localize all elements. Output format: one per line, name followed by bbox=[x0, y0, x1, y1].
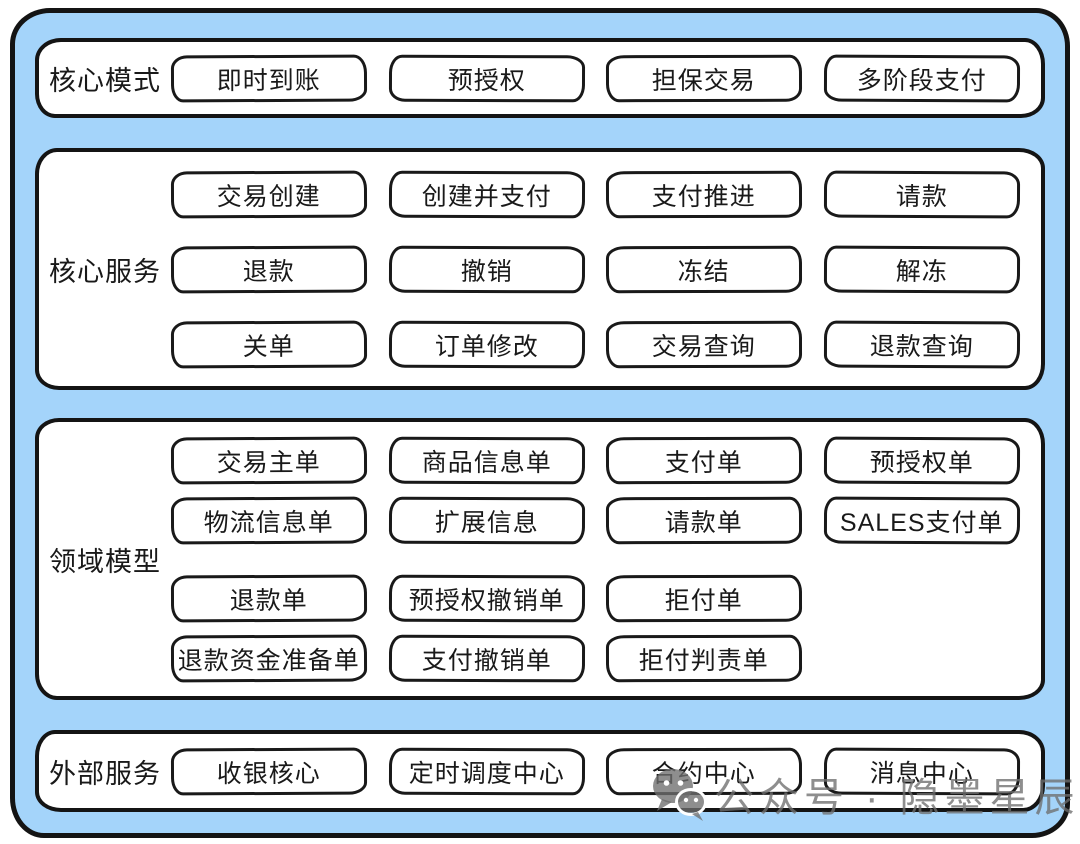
item-box: 预授权单 bbox=[823, 436, 1020, 484]
item-box: 多阶段支付 bbox=[823, 54, 1020, 102]
section-label-domain-models: 领域模型 bbox=[49, 546, 161, 577]
row: 退款资金准备单 支付撤销单 拒付判责单 bbox=[170, 634, 1019, 682]
section-core-modes: 核心模式 即时到账 预授权 担保交易 多阶段支付 bbox=[35, 38, 1045, 118]
item-box: 撤销 bbox=[388, 245, 585, 293]
item-box: 收银核心 bbox=[170, 747, 367, 795]
row: 物流信息单 扩展信息 请款单 SALES支付单 bbox=[170, 496, 1020, 544]
item-box: 订单修改 bbox=[388, 320, 585, 368]
section-domain-models: 领域模型 交易主单 商品信息单 支付单 预授权单 物流信息单 扩展信息 请款单 … bbox=[35, 418, 1045, 700]
item-box: 交易查询 bbox=[605, 320, 802, 368]
item-box: 拒付单 bbox=[605, 574, 802, 622]
payment-architecture-diagram: 核心模式 即时到账 预授权 担保交易 多阶段支付 核心服务 交易创建 创建并支付… bbox=[10, 8, 1070, 838]
item-box: 退款 bbox=[170, 245, 367, 293]
section-grid: 即时到账 预授权 担保交易 多阶段支付 bbox=[170, 42, 1041, 114]
item-box: 创建并支付 bbox=[388, 170, 585, 218]
section-label-core-services: 核心服务 bbox=[49, 256, 161, 287]
row: 即时到账 预授权 担保交易 多阶段支付 bbox=[170, 54, 1020, 102]
item-box: 请款单 bbox=[605, 496, 802, 544]
row: 退款单 预授权撤销单 拒付单 bbox=[170, 574, 1019, 622]
item-box: 担保交易 bbox=[605, 54, 802, 102]
section-grid: 收银核心 定时调度中心 合约中心 消息中心 bbox=[170, 734, 1041, 808]
item-box: 交易主单 bbox=[170, 436, 367, 484]
section-grid: 交易主单 商品信息单 支付单 预授权单 物流信息单 扩展信息 请款单 SALES… bbox=[170, 422, 1041, 696]
item-box: SALES支付单 bbox=[823, 496, 1020, 544]
item-box: 拒付判责单 bbox=[605, 634, 802, 682]
item-box: 预授权 bbox=[388, 54, 585, 102]
item-box: 退款资金准备单 bbox=[170, 634, 367, 682]
section-grid: 交易创建 创建并支付 支付推进 请款 退款 撤销 冻结 解冻 关单 订单修改 交… bbox=[170, 152, 1041, 386]
item-box: 交易创建 bbox=[170, 170, 367, 218]
section-label-external-services: 外部服务 bbox=[49, 758, 161, 789]
item-box: 扩展信息 bbox=[388, 496, 585, 544]
item-box: 冻结 bbox=[605, 245, 802, 293]
row: 退款 撤销 冻结 解冻 bbox=[170, 245, 1020, 293]
item-box: 合约中心 bbox=[605, 747, 802, 795]
row: 收银核心 定时调度中心 合约中心 消息中心 bbox=[170, 747, 1020, 795]
item-box: 退款查询 bbox=[823, 320, 1020, 368]
item-box: 支付撤销单 bbox=[388, 634, 585, 682]
item-box: 退款单 bbox=[170, 574, 367, 622]
item-box: 支付推进 bbox=[605, 170, 802, 218]
section-core-services: 核心服务 交易创建 创建并支付 支付推进 请款 退款 撤销 冻结 解冻 关单 订… bbox=[35, 148, 1045, 390]
item-box: 即时到账 bbox=[170, 54, 367, 102]
section-label-core-modes: 核心模式 bbox=[49, 65, 161, 96]
section-external-services: 外部服务 收银核心 定时调度中心 合约中心 消息中心 bbox=[35, 730, 1045, 812]
item-box: 商品信息单 bbox=[388, 436, 585, 484]
item-box: 物流信息单 bbox=[170, 496, 367, 544]
row: 交易创建 创建并支付 支付推进 请款 bbox=[170, 170, 1020, 218]
item-box: 支付单 bbox=[605, 436, 802, 484]
item-box: 解冻 bbox=[823, 245, 1020, 293]
item-box: 请款 bbox=[823, 170, 1020, 218]
item-box: 关单 bbox=[170, 320, 367, 368]
item-box: 消息中心 bbox=[823, 747, 1020, 795]
item-box: 预授权撤销单 bbox=[388, 574, 585, 622]
row: 关单 订单修改 交易查询 退款查询 bbox=[170, 320, 1020, 368]
item-box: 定时调度中心 bbox=[388, 747, 585, 795]
row: 交易主单 商品信息单 支付单 预授权单 bbox=[170, 436, 1020, 484]
